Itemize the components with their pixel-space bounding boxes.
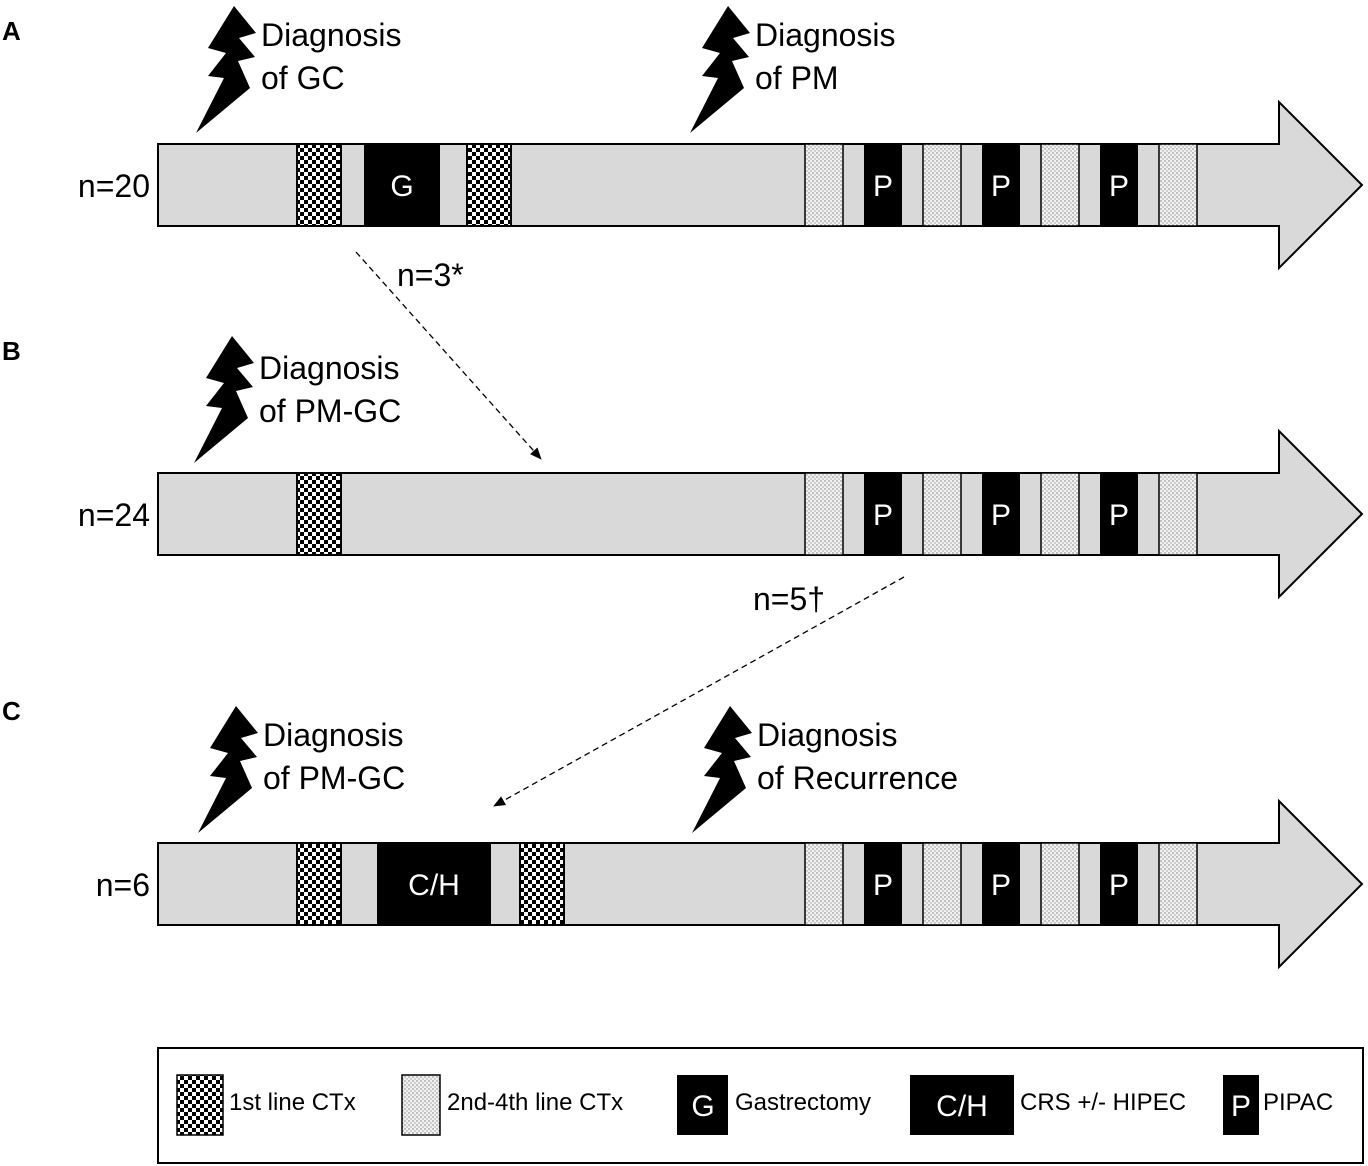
pipac-block — [1100, 843, 1138, 925]
legend: 1st line CTx 2nd-4th line CTx G Gastrect… — [157, 1047, 1364, 1164]
later-line-ctx-block — [922, 143, 962, 227]
pipac-block — [982, 473, 1020, 555]
legend-swatch-pipac — [1223, 1075, 1259, 1135]
pipac-block-label: P — [873, 170, 893, 203]
pipac-block-label: P — [991, 869, 1011, 902]
panel-label-b: B — [2, 336, 21, 366]
first-line-ctx-block — [519, 842, 565, 926]
diagnosis-pmgc-label-line2: of PM-GC — [263, 760, 405, 796]
lightning-bolt-icon — [690, 6, 750, 133]
crs-hipec-block-label: C/H — [408, 869, 460, 902]
timeline-arrow-b — [157, 428, 1364, 600]
later-line-ctx-block — [1040, 472, 1080, 556]
legend-swatch-gastrectomy — [677, 1075, 728, 1135]
first-line-ctx-block — [296, 143, 342, 227]
later-line-ctx-block — [804, 143, 844, 227]
first-line-ctx-block — [466, 143, 512, 227]
panel-b: B n=24 P P P Diagnosis of PM-GC — [2, 336, 1364, 600]
lightning-bolt-icon — [198, 706, 258, 833]
pipac-block — [982, 144, 1020, 226]
lightning-bolt-icon — [194, 336, 254, 463]
pipac-block-label: P — [991, 170, 1011, 203]
diagnosis-recurrence-label-line1: Diagnosis — [757, 717, 898, 753]
pipac-block — [864, 843, 902, 925]
sample-size-a: n=20 — [78, 168, 150, 204]
pipac-block — [1100, 144, 1138, 226]
panel-label-c: C — [2, 696, 21, 726]
pipac-block-label: P — [873, 869, 893, 902]
later-line-ctx-block — [1158, 842, 1198, 926]
legend-later-lines-label: 2nd-4th line CTx — [447, 1089, 623, 1116]
later-line-ctx-block — [804, 842, 844, 926]
transfer-count-a-to-b: n=3* — [397, 257, 464, 293]
panel-label-a: A — [2, 16, 21, 46]
diagnosis-gc-label-line2: of GC — [261, 60, 345, 96]
later-line-ctx-block — [922, 472, 962, 556]
legend-crs-hipec-label: CRS +/- HIPEC — [1020, 1089, 1186, 1116]
panel-c: C n=6 C/H P P P Diagnosis of PM-GC Diagn… — [2, 696, 1364, 970]
first-line-ctx-block — [296, 842, 342, 926]
diagnosis-pmgc-label-line1: Diagnosis — [263, 717, 404, 753]
diagnosis-pm-label-line2: of PM — [755, 60, 839, 96]
transfer-count-b-to-c: n=5† — [753, 581, 825, 617]
gastrectomy-block — [364, 144, 440, 226]
legend-crs-hipec-symbol: C/H — [936, 1090, 988, 1123]
first-line-ctx-block — [296, 472, 342, 556]
timeline-arrow-c — [157, 798, 1364, 970]
gastrectomy-block-label: G — [390, 170, 413, 203]
legend-pipac-label: PIPAC — [1263, 1089, 1333, 1116]
pipac-block — [982, 843, 1020, 925]
pipac-block-label: P — [1109, 869, 1129, 902]
later-line-ctx-block — [1040, 143, 1080, 227]
later-line-ctx-block — [1040, 842, 1080, 926]
legend-swatch-later-lines — [401, 1074, 441, 1136]
legend-swatch-crs-hipec — [910, 1075, 1014, 1135]
pipac-block — [864, 144, 902, 226]
sample-size-c: n=6 — [96, 867, 150, 903]
pipac-block-label: P — [1109, 170, 1129, 203]
pipac-block — [864, 473, 902, 555]
diagnosis-pmgc-label-line2: of PM-GC — [259, 393, 401, 429]
legend-box — [157, 1047, 1364, 1164]
timeline-arrow-a — [157, 99, 1364, 271]
lightning-bolt-icon — [692, 706, 752, 833]
diagnosis-recurrence-label-line2: of Recurrence — [757, 760, 958, 796]
later-line-ctx-block — [1158, 143, 1198, 227]
pipac-block-label: P — [991, 499, 1011, 532]
legend-swatch-first-line — [176, 1074, 224, 1136]
legend-gastrectomy-symbol: G — [691, 1090, 714, 1123]
legend-first-line-label: 1st line CTx — [229, 1089, 356, 1116]
legend-gastrectomy-label: Gastrectomy — [735, 1089, 871, 1116]
lightning-bolt-icon — [196, 6, 256, 133]
pipac-block — [1100, 473, 1138, 555]
transfer-arrow-b-to-c — [493, 576, 905, 807]
panel-a: A n=20 G P P P Diagnosis of GC Diagnosis… — [2, 6, 1364, 271]
later-line-ctx-block — [1158, 472, 1198, 556]
pipac-block-label: P — [1109, 499, 1129, 532]
transfer-arrow-a-to-b — [355, 251, 542, 460]
diagnosis-pmgc-label-line1: Diagnosis — [259, 350, 400, 386]
sample-size-b: n=24 — [78, 497, 150, 533]
later-line-ctx-block — [804, 472, 844, 556]
diagnosis-gc-label-line1: Diagnosis — [261, 17, 402, 53]
diagnosis-pm-label-line1: Diagnosis — [755, 17, 896, 53]
legend-pipac-symbol: P — [1231, 1090, 1251, 1123]
later-line-ctx-block — [922, 842, 962, 926]
crs-hipec-block — [377, 843, 491, 925]
pipac-block-label: P — [873, 499, 893, 532]
